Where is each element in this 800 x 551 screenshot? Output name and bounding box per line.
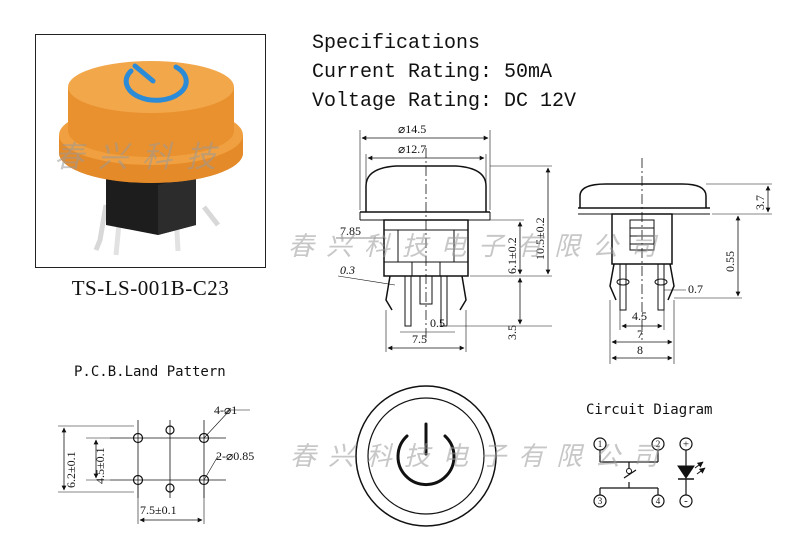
spec-title: Specifications: [312, 32, 481, 55]
dim-b: 7: [637, 327, 643, 341]
dim-body-height: 0.55: [723, 251, 737, 272]
top-power-arc-icon: [396, 434, 456, 486]
dim-pin-width: 0.5: [430, 316, 445, 330]
dim-lead-thickness: 0.3: [340, 263, 355, 277]
model-number: TS-LS-001B-C23: [71, 276, 230, 300]
pin-3-label: 3: [598, 496, 603, 506]
circuit-title: Circuit Diagram: [586, 402, 713, 418]
pcb-land-pattern: [58, 409, 250, 524]
pcb-dim-vertical-total: 6.2±0.1: [64, 451, 78, 488]
top-view: [355, 385, 497, 527]
spec-voltage: Voltage Rating: DC 12V: [312, 90, 577, 113]
pcb-title: P.C.B.Land Pattern: [74, 364, 226, 380]
dim-pin-span: 7.5: [412, 332, 427, 346]
spec-current: Current Rating: 50mA: [312, 61, 553, 84]
dim-c: 8: [637, 343, 643, 357]
dim-height-total: 10.5±0.2: [533, 217, 547, 260]
photo-watermark: 春兴科技: [54, 140, 219, 175]
circuit-diagram: [593, 437, 706, 508]
dim-a: 4.5: [632, 309, 647, 323]
pin-2-label: 2: [656, 439, 661, 449]
pin-left-back: [93, 204, 109, 251]
front-view: [336, 130, 552, 352]
dim-height-body: 6.1±0.2: [505, 237, 519, 274]
power-symbol-bar-icon: [132, 63, 156, 84]
product-photo: 春兴科技: [35, 34, 266, 268]
dim-cap-height: 3.7: [753, 195, 767, 210]
pin-1-label: 1: [598, 439, 603, 449]
dim-pin-length: 3.5: [505, 325, 519, 340]
drawing-watermark-lower: 春兴科技电子有限公司: [290, 442, 661, 471]
dim-inner-diameter: ⌀12.7: [398, 142, 426, 156]
switch-body-side: [158, 175, 196, 235]
side-view: [578, 158, 772, 364]
pin-4-label: 4: [656, 496, 661, 506]
pin-minus-label: -: [684, 495, 688, 507]
pcb-small-holes: 2-⌀0.85: [216, 449, 254, 463]
pin-plus-label: +: [683, 439, 689, 451]
pcb-dim-vertical-inner: 4.5±0.1: [93, 447, 107, 484]
button-illustration: 春兴科技: [54, 61, 243, 256]
dim-side-width: 7.85: [340, 224, 361, 238]
pcb-large-holes: 4-⌀1: [214, 403, 237, 417]
pin-right-back: [202, 205, 220, 227]
drawing-watermark-upper: 春兴科技电子有限公司: [288, 232, 659, 261]
led-icon: [677, 465, 695, 479]
dim-outer-diameter: ⌀14.5: [398, 122, 426, 136]
pcb-dim-horizontal: 7.5±0.1: [140, 503, 177, 517]
cap-top: [68, 61, 234, 113]
power-symbol-arc-icon: [123, 64, 189, 103]
dim-lead-width: 0.7: [688, 282, 703, 296]
